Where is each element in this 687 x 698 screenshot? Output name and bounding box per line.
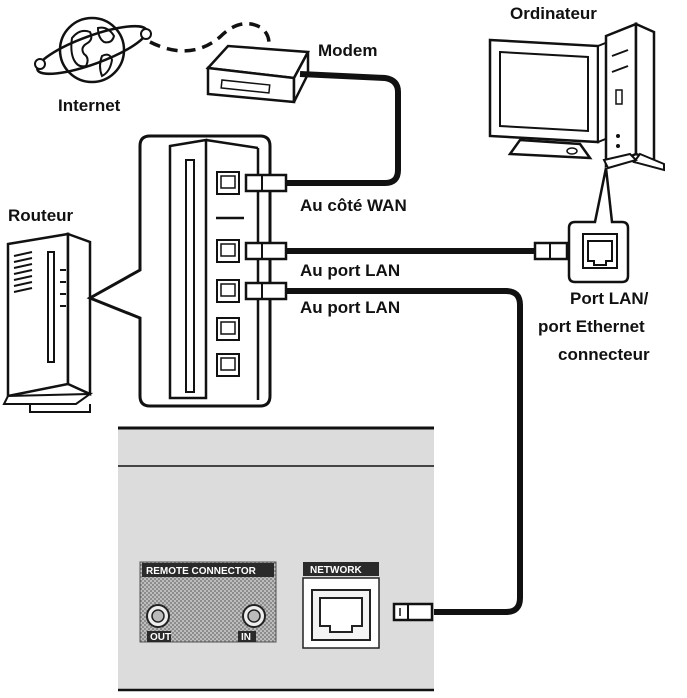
modem-icon — [205, 44, 311, 104]
network-label: NETWORK — [310, 565, 362, 576]
internet-dashed-link — [149, 21, 271, 53]
remote-connector-label: REMOTE CONNECTOR — [146, 566, 257, 577]
device-rear-panel — [118, 426, 434, 692]
router-port-lan3 — [216, 317, 240, 341]
router-port-lan2 — [216, 279, 240, 303]
network-port-block: NETWORK — [302, 562, 380, 649]
remote-in-label: IN — [241, 632, 251, 643]
lan2-plug — [244, 281, 288, 301]
remote-out-label: OUT — [150, 632, 171, 643]
lan1-label: Au port LAN — [300, 261, 400, 280]
computer-icon — [488, 22, 665, 172]
device-plug — [392, 602, 434, 622]
router-label: Routeur — [8, 206, 74, 225]
router-port-lan1 — [216, 239, 240, 263]
remote-connector-block: REMOTE CONNECTOR OUT IN — [139, 561, 277, 643]
wan-plug — [244, 173, 288, 193]
router-port-lan4 — [216, 353, 240, 377]
pc-port-label-line3: connecteur — [558, 345, 650, 364]
router-ports-panel — [168, 138, 260, 400]
router-port-wan — [216, 171, 240, 195]
lan2-label: Au port LAN — [300, 298, 400, 317]
wan-cable — [285, 71, 401, 186]
globe-icon — [34, 16, 152, 84]
lan1-plug — [244, 241, 288, 261]
computer-label: Ordinateur — [510, 4, 597, 23]
modem-label: Modem — [318, 41, 378, 60]
network-ethernet-jack — [319, 597, 363, 633]
internet-label: Internet — [58, 96, 121, 115]
pc-port-label-line1: Port LAN/ — [570, 289, 649, 308]
lan-cable-device — [286, 288, 523, 615]
pc-port-label-line2: port Ethernet — [538, 317, 645, 336]
remote-out-jack — [146, 604, 170, 628]
wan-label: Au côté WAN — [300, 196, 407, 215]
remote-in-jack — [242, 604, 266, 628]
ethernet-port-icon — [582, 233, 618, 269]
computer-plug — [533, 241, 569, 261]
router-icon — [2, 232, 94, 413]
